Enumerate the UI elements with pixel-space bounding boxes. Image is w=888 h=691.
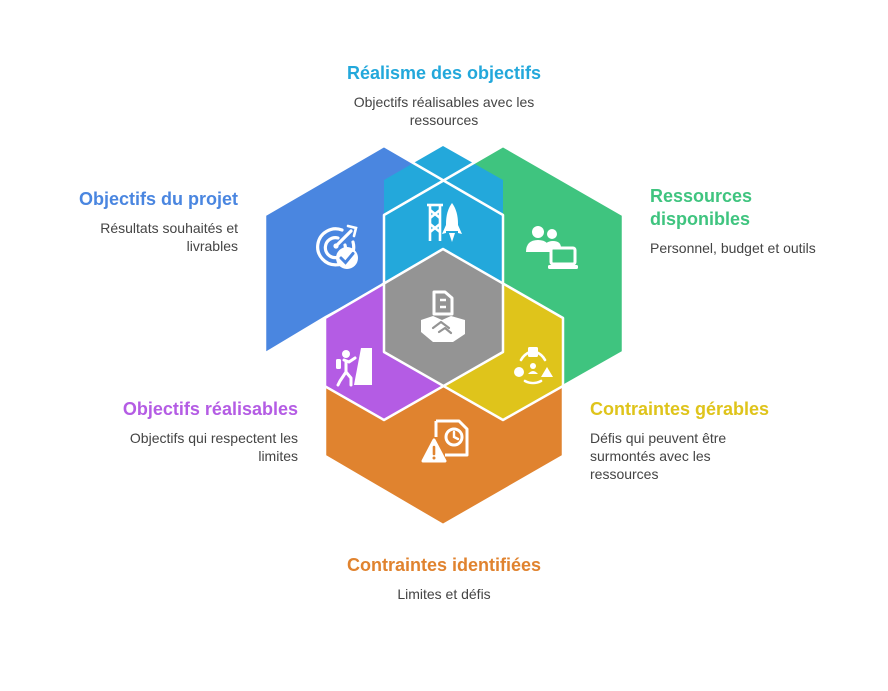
contraintes-identifiees-desc: Limites et défis: [294, 585, 594, 603]
contraintes-gerables-desc-line: Défis qui peuvent être: [590, 430, 727, 446]
realisme-objectifs-title: Réalisme des objectifs: [346, 63, 542, 83]
objectifs-realisables-desc-line: Objectifs qui respectent les: [129, 430, 298, 446]
target-check-icon: [316, 224, 358, 269]
label-objectifs-projet: Objectifs du projet Résultats souhaités …: [40, 188, 238, 255]
contraintes-gerables-desc-line: surmontés avec les: [590, 448, 711, 464]
outline-orange: [323, 247, 565, 527]
contraintes-identifiees-title: Contraintes identifiées: [346, 555, 542, 575]
climber-icon: [336, 348, 372, 387]
ressources-disponibles-title-line: disponibles: [650, 209, 751, 229]
realisme-objectifs-desc-line: ressources: [409, 112, 479, 128]
team-laptop-icon: [526, 226, 578, 269]
hexagon-realisme-objectifs: [384, 146, 503, 284]
label-realisme-objectifs: Réalisme des objectifs Objectifs réalisa…: [294, 62, 594, 129]
ressources-disponibles-desc: Personnel, budget et outils: [650, 239, 860, 257]
building-handshake-icon: [421, 290, 465, 342]
label-ressources-disponibles: Ressources disponibles Personnel, budget…: [650, 185, 860, 257]
contraintes-identifiees-desc-line: Limites et défis: [397, 586, 491, 602]
label-contraintes-identifiees: Contraintes identifiées Limites et défis: [294, 554, 594, 603]
objectifs-projet-desc: Résultats souhaités et livrables: [40, 219, 238, 255]
realisme-objectifs-desc: Objectifs réalisables avec les ressource…: [294, 93, 594, 129]
outline-green: [382, 144, 625, 422]
contraintes-gerables-title: Contraintes gérables: [590, 399, 770, 419]
ressources-disponibles-title: Ressources disponibles: [650, 185, 860, 231]
objectifs-realisables-title: Objectifs réalisables: [122, 399, 298, 419]
label-objectifs-realisables: Objectifs réalisables Objectifs qui resp…: [58, 398, 298, 465]
contraintes-gerables-desc-line: ressources: [590, 466, 659, 482]
objectifs-realisables-desc-line: limites: [258, 448, 298, 464]
objectifs-projet-desc-line: livrables: [186, 238, 238, 254]
ressources-disponibles-desc-line: Personnel, budget et outils: [650, 240, 816, 256]
objectifs-realisables-desc: Objectifs qui respectent les limites: [58, 429, 298, 465]
objectifs-projet-title: Objectifs du projet: [78, 189, 238, 209]
label-contraintes-gerables: Contraintes gérables Défis qui peuvent ê…: [590, 398, 850, 483]
ressources-disponibles-title-line: Ressources: [650, 186, 753, 206]
tower-rocket-icon: [427, 203, 462, 242]
cycle-people-icon: [514, 347, 553, 385]
contraintes-gerables-desc: Défis qui peuvent être surmontés avec le…: [590, 429, 850, 483]
outline-blue: [263, 144, 505, 422]
document-warning-icon: [421, 419, 469, 463]
hexagon-outlines: [263, 144, 625, 527]
hexagon-center: [384, 249, 503, 386]
objectifs-projet-desc-line: Résultats souhaités et: [100, 220, 238, 236]
realisme-objectifs-desc-line: Objectifs réalisables avec les: [353, 94, 535, 110]
